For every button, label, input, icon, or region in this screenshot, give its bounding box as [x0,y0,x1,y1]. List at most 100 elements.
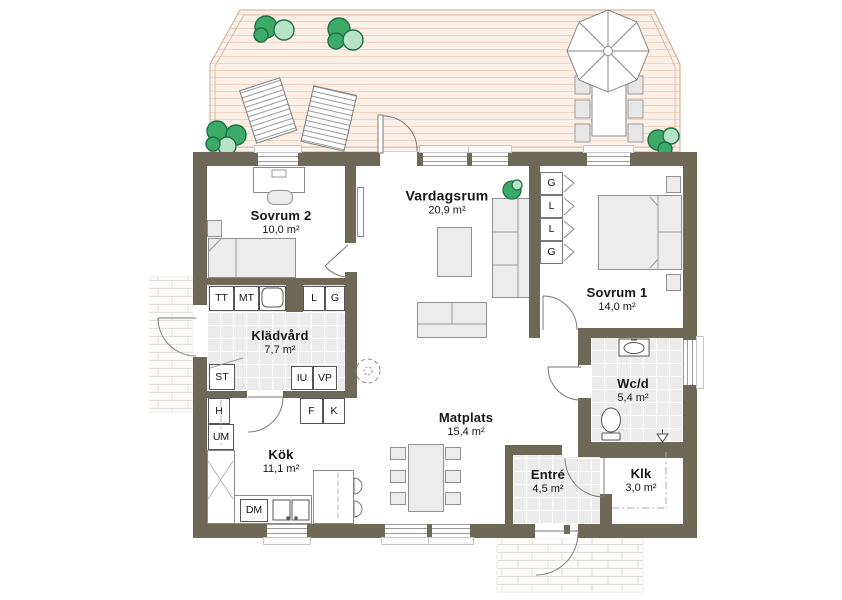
kitchen-counter [207,450,235,524]
closet-label: G [547,177,556,190]
linen-closet-label: L [311,292,317,305]
tree-icon [253,15,295,43]
sun-lounger [300,85,358,152]
toilet [601,407,621,441]
wall [345,272,357,398]
room-area: 14,0 m² [598,301,636,313]
oven-label: H [215,404,223,417]
room-label-entre: Entré 4,5 m² [531,467,565,495]
bar-stools [353,477,363,518]
room-name: Wc/d [617,376,649,391]
nightstand [207,220,222,237]
freezer-box: F [300,398,323,424]
room-label-wcd: Wc/d 5,4 m² [617,376,649,404]
room-area: 15,4 m² [447,426,485,438]
closet-door-marks [563,174,575,262]
oven-box: H [208,398,230,424]
room-name: Kök [268,447,294,462]
iu-unit-box: IU [291,366,313,390]
wall [345,166,356,243]
door-opening [193,305,207,357]
dining-chair [390,492,406,505]
dining-chair [390,447,406,460]
door-opening [345,243,356,272]
wall [600,450,683,458]
patio-chairs [574,75,644,143]
ceiling-marker [612,452,667,509]
door-opening [600,458,612,494]
room-area: 11,1 m² [262,463,300,475]
room-name: Klädvård [251,328,309,343]
side-door-stoop [149,276,194,413]
entrance-stoop [496,537,644,593]
nightstand [666,274,681,291]
chimney-marker [355,358,381,384]
washbasin [618,338,650,357]
dining-chair [445,470,461,483]
wardrobe-label: G [330,292,340,305]
room-label-sovrum1: Sovrum 1 14,0 m² [587,285,648,313]
window-sill [428,537,474,545]
sun-lounger [239,77,298,144]
sofa [492,198,531,298]
wall [283,391,357,398]
counter-marks [207,400,339,521]
room-area: 7,7 m² [264,344,296,356]
dishwasher-box: DM [240,499,268,522]
patio-table-set [566,9,650,143]
window-sill [468,145,512,153]
heat-pump-label: VP [317,371,332,384]
washer-box: MT [234,286,259,311]
room-area: 10,0 m² [262,224,300,236]
closet-label: G [547,246,556,259]
closet-box: L [540,195,563,218]
dryer-label: TT [215,292,228,305]
washer-label: MT [238,292,255,305]
room-area: 3,0 m² [625,482,657,494]
room-name: Matplats [438,410,494,425]
dining-chair [390,470,406,483]
room-label-klk: Klk 3,0 m² [625,466,656,494]
room-label-sovrum2: Sovrum 2 10,0 m² [251,208,312,236]
wall [505,445,513,524]
closet-box: G [540,172,563,195]
room-name: Klk [630,466,652,481]
closet-box: G [540,241,563,264]
dining-chair [445,447,461,460]
room-name: Sovrum 2 [250,208,312,223]
dining-table [408,444,444,512]
closet-label: L [548,200,555,213]
parasol-icon [566,9,650,93]
fridge-box: K [323,398,345,424]
indoor-plant [502,179,523,200]
door-opening [542,328,578,338]
door-swings [157,114,605,576]
door-post [564,525,570,534]
room-label-vardagsrum: Vardagsrum 20,9 m² [406,188,489,217]
room-area: 20,9 m² [428,204,466,217]
passage-opening [562,445,578,457]
door-leaf [377,114,384,154]
wall [207,391,247,398]
linen-closet-box: L [303,286,325,311]
tree-icon [327,17,364,51]
dryer-box: TT [209,286,234,311]
wall [207,278,350,285]
kitchen-sink [272,499,310,521]
door-opening [247,391,283,398]
floor-drain [656,429,669,443]
furniture-detail-lines [208,169,682,369]
kitchen-peninsula [313,470,354,524]
closet-box: L [540,218,563,241]
hall-floor [513,455,600,524]
tree-icon [647,127,680,157]
room-label-kladvard: Klädvård 7,7 m² [251,328,308,356]
room-label-kok: Kök 11,1 m² [263,447,299,475]
wall [578,442,683,452]
laundry-sink [261,287,284,308]
window-sill [583,145,634,153]
wall [578,398,591,447]
